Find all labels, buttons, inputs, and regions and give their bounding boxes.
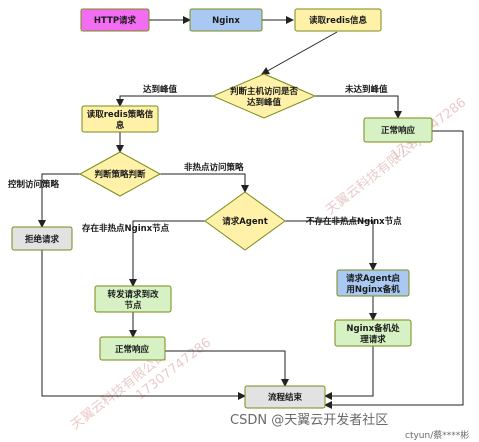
node-forward: 转发请求到改 节点 [94, 285, 172, 313]
footer-user: ctyun/蔡****彬 [405, 429, 469, 441]
edge-exists [129, 220, 205, 287]
node-nginx-label: Nginx [212, 16, 240, 26]
edge-normal1-end [324, 130, 464, 409]
node-request-agent-label: 请求Agent [222, 216, 268, 227]
edge-reached [116, 95, 213, 107]
node-normal-response-2-label: 正常响应 [115, 344, 150, 355]
node-forward-line1: 转发请求到改 [107, 289, 159, 300]
edge-redis-judge [261, 31, 338, 75]
node-end-label: 流程结束 [268, 392, 303, 403]
node-agent-enable-backup-line1: 请求Agent启 [346, 273, 400, 284]
node-nginx: Nginx [189, 8, 263, 32]
node-backup-handle-line2: 理请求 [360, 334, 386, 345]
edge-label-not-exists: 不存在非热点Nginx节点 [306, 216, 402, 227]
node-http: HTTP请求 [80, 8, 150, 32]
edge-label-nonhotspot: 非热点访问策略 [184, 162, 244, 173]
edge-not-exists [285, 220, 377, 271]
node-normal-response-1: 正常响应 [363, 117, 433, 143]
node-backup-handle: Nginx备机处 理请求 [334, 319, 412, 347]
node-end: 流程结束 [244, 385, 326, 409]
node-read-policy: 读取redis策略信 息 [81, 105, 159, 133]
node-reject: 拒绝请求 [11, 226, 73, 251]
node-request-agent: 请求Agent [204, 191, 286, 251]
node-backup-handle-line1: Nginx备机处 [346, 323, 400, 334]
node-judge-policy-label: 判断策略判断 [94, 169, 146, 180]
edge-backup-end [324, 346, 374, 400]
edge-not-reached [315, 95, 402, 119]
edge-label-not-reached: 未达到峰值 [344, 84, 388, 95]
node-reject-label: 拒绝请求 [25, 234, 60, 245]
node-read-redis: 读取redis信息 [294, 8, 382, 32]
edge-label-control: 控制访问策略 [8, 179, 60, 190]
edge-reject-end [41, 250, 246, 400]
node-judge-threshold: 判断主机访问是否 达到峰值 [211, 73, 317, 119]
node-read-redis-label: 读取redis信息 [309, 15, 368, 26]
edge-normal2-end [165, 350, 289, 387]
node-forward-line2: 节点 [124, 300, 142, 311]
edge-label-exists: 存在非热点Nginx节点 [81, 223, 170, 234]
node-normal-response-1-label: 正常响应 [381, 125, 416, 136]
edge-control [38, 173, 80, 228]
node-agent-enable-backup: 请求Agent启 用Nginx备机 [336, 269, 410, 297]
node-judge-policy: 判断策略判断 [78, 151, 162, 197]
footer-csdn: CSDN @天翼云开发者社区 [230, 412, 388, 428]
node-judge-threshold-line2: 达到峰值 [247, 97, 282, 108]
node-read-policy-line2: 息 [116, 120, 125, 131]
node-agent-enable-backup-line2: 用Nginx备机 [345, 284, 400, 295]
edge-nonhotspot [160, 173, 249, 193]
node-http-label: HTTP请求 [94, 15, 137, 26]
watermark-group: 天翼云科技有限公司 17307747286 天翼云科技有限公司 17307747… [68, 95, 469, 433]
edge-label-reached: 达到峰值 [143, 84, 178, 95]
node-normal-response-2: 正常响应 [99, 336, 166, 361]
node-read-policy-line1: 读取redis策略信 [87, 109, 154, 120]
node-judge-threshold-line1: 判断主机访问是否 [230, 86, 299, 97]
